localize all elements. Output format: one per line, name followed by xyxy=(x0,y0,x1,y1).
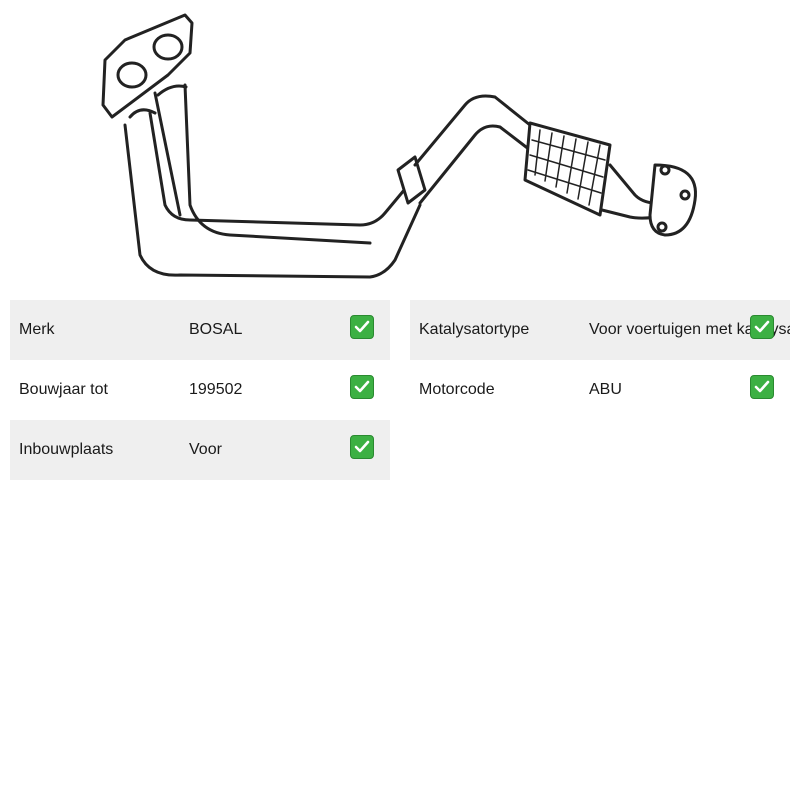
spec-label: Motorcode xyxy=(419,381,495,398)
spec-row-merk: Merk BOSAL xyxy=(10,300,390,360)
check-mark-icon xyxy=(750,375,774,399)
spec-label: Katalysatortype xyxy=(419,321,530,338)
spec-table-left: Merk BOSAL Bouwjaar tot 199502 Inbouwpla… xyxy=(10,300,390,480)
spec-row-inbouwplaats: Inbouwplaats Voor xyxy=(10,420,390,480)
spec-value: BOSAL xyxy=(189,321,243,338)
spec-table-right: Katalysatortype Voor voertuigen met kata… xyxy=(410,300,790,420)
spec-value: ABU xyxy=(589,381,622,398)
spec-row-motorcode: Motorcode ABU xyxy=(410,360,790,420)
spec-value: 199502 xyxy=(189,381,243,398)
check-mark-icon xyxy=(350,435,374,459)
spec-label: Merk xyxy=(19,321,55,338)
spec-value: Voor voertuigen met katalysator xyxy=(589,321,790,338)
check-mark-icon xyxy=(350,375,374,399)
check-mark-icon xyxy=(350,315,374,339)
spec-label: Inbouwplaats xyxy=(19,441,114,458)
spec-row-katalysatortype: Katalysatortype Voor voertuigen met kata… xyxy=(410,300,790,360)
spec-label: Bouwjaar tot xyxy=(19,381,108,398)
exhaust-pipe-image xyxy=(101,13,697,279)
spec-value: Voor xyxy=(189,441,222,458)
spec-row-bouwjaar: Bouwjaar tot 199502 xyxy=(10,360,390,420)
check-mark-icon xyxy=(750,315,774,339)
